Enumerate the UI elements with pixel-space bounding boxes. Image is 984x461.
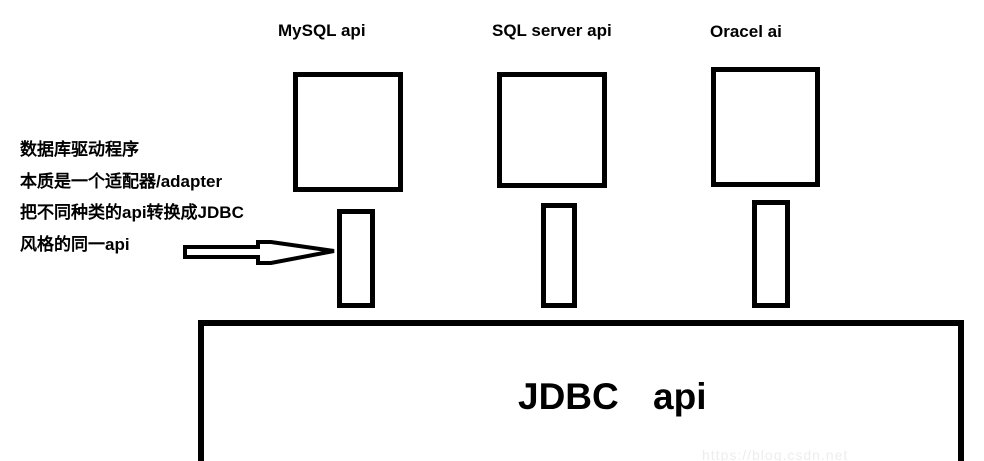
jdbc-api-box	[198, 320, 964, 461]
oracle-driver-box	[752, 200, 790, 308]
annotation-line-1: 数据库驱动程序	[20, 140, 139, 159]
oracle-api-box	[711, 67, 820, 187]
annotation-line-2: 本质是一个适配器/adapter	[20, 171, 223, 191]
oracle-api-label: Oracel ai	[710, 22, 782, 41]
watermark-text: https://blog.csdn.net	[702, 447, 849, 461]
jdbc-api-label: JDBC api	[518, 376, 707, 417]
sql-server-api-label: SQL server api	[492, 21, 612, 40]
annotation-line-3: 把不同种类的api转换成JDBC	[20, 203, 244, 222]
annotation-line-4: 风格的同一api	[20, 234, 130, 254]
mysql-driver-box	[337, 209, 375, 308]
mysql-api-label: MySQL api	[278, 21, 366, 40]
sql-server-driver-box	[541, 203, 577, 308]
annotation-block: 数据库驱动程序 本质是一个适配器/adapter 把不同种类的api转换成JDB…	[20, 134, 244, 260]
mysql-api-box	[293, 72, 403, 192]
sql-server-api-box	[497, 72, 607, 188]
right-arrow-icon	[183, 240, 335, 265]
